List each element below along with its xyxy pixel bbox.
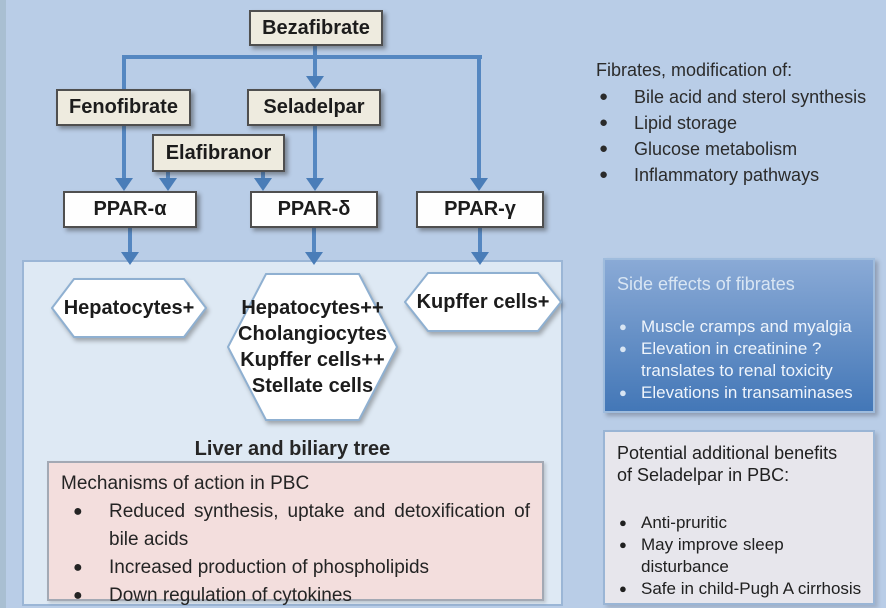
seladelpar-label: Seladelpar xyxy=(263,96,365,118)
bullet-icon: ● xyxy=(619,319,627,334)
connector-ppar-delta-liver xyxy=(312,228,316,252)
seladelpar-node: Seladelpar xyxy=(247,89,381,126)
side-effects-bullet-2: ● Elevation in creatinine ? translates t… xyxy=(617,338,863,382)
hexagon-shape xyxy=(51,278,207,338)
ppar-delta-node: PPAR-δ xyxy=(250,191,378,228)
bullet-icon: ● xyxy=(619,581,627,596)
bullet-icon: ● xyxy=(619,385,627,400)
hexagon-shape xyxy=(404,272,562,332)
center-cells-hexagon: Hepatocytes++ Cholangiocytes Kupffer cel… xyxy=(227,272,398,422)
bullet-icon: ● xyxy=(619,341,627,356)
fibrates-info-title: Fibrates, modification of: xyxy=(596,60,793,80)
bullet-icon: ● xyxy=(73,559,83,576)
arrowhead-seladelpar xyxy=(306,76,324,89)
benefits-bullet-3: ● Safe in child-Pugh A cirrhosis xyxy=(617,578,869,600)
side-effects-bullet-text: Elevation in creatinine ? translates to … xyxy=(641,339,833,380)
bullet-icon: ● xyxy=(599,166,609,183)
fenofibrate-label: Fenofibrate xyxy=(69,96,178,118)
bullet-icon: ● xyxy=(619,515,627,530)
ppar-delta-label: PPAR-δ xyxy=(277,198,351,220)
ppar-alpha-label: PPAR-α xyxy=(93,198,167,220)
hexagon-shape xyxy=(227,273,398,421)
mechanisms-bullet-text: Down regulation of cytokines xyxy=(109,585,352,606)
bullet-icon: ● xyxy=(73,503,83,520)
mechanisms-bullet-text: Reduced synthesis, uptake and detoxifica… xyxy=(109,501,530,550)
connector-elafibranor-ppar-alpha xyxy=(166,172,170,178)
fibrates-info-block: Fibrates, modification of: ● Bile acid a… xyxy=(596,57,886,188)
side-effects-box: Side effects of fibrates ● Muscle cramps… xyxy=(603,258,875,413)
arrowhead-elafibranor-delta xyxy=(254,178,272,191)
side-effects-title: Side effects of fibrates xyxy=(617,274,795,294)
connector-ppar-alpha-liver xyxy=(128,228,132,252)
fibrates-bullet-text: Lipid storage xyxy=(634,113,738,133)
hepatocytes-hexagon: Hepatocytes+ xyxy=(51,277,207,339)
arrowhead-kupffer xyxy=(471,252,489,265)
left-edge-strip xyxy=(0,0,6,608)
connector-ppar-gamma-liver xyxy=(478,228,482,252)
benefits-bullet-text: Anti-pruritic xyxy=(641,513,727,532)
ppar-gamma-label: PPAR-γ xyxy=(444,198,516,220)
mechanisms-bullet-1: ● Reduced synthesis, uptake and detoxifi… xyxy=(61,498,530,554)
bullet-icon: ● xyxy=(73,587,83,604)
connector-bezafibrate-down xyxy=(313,46,317,57)
benefits-bullet-1: ● Anti-pruritic xyxy=(617,512,869,534)
bullet-icon: ● xyxy=(599,140,609,157)
connector-seladelpar-ppar-delta xyxy=(313,126,317,178)
fenofibrate-node: Fenofibrate xyxy=(56,89,191,126)
fibrates-bullet-4: ● Inflammatory pathways xyxy=(596,162,886,188)
mechanisms-bullet-2: ● Increased production of phospholipids xyxy=(61,554,530,582)
elafibranor-node: Elafibranor xyxy=(152,134,285,172)
arrowhead-hepatocytes xyxy=(121,252,139,265)
hex-line-4: Stellate cells xyxy=(251,375,374,397)
side-effects-bullet-3: ● Elevations in transaminases xyxy=(617,382,863,404)
fibrates-bullet-text: Glucose metabolism xyxy=(634,139,798,159)
bezafibrate-label: Bezafibrate xyxy=(262,16,370,39)
side-effects-bullet-1: ● Muscle cramps and myalgia xyxy=(617,316,863,338)
mechanisms-bullet-text: Increased production of phospholipids xyxy=(109,557,430,578)
arrowhead-elafibranor-alpha xyxy=(159,178,177,191)
connector-fenofibrate-ppar-alpha xyxy=(122,126,126,178)
connector-to-ppar-gamma xyxy=(477,55,481,178)
benefits-title: Potential additional benefits of Seladel… xyxy=(617,443,838,485)
arrowhead-ppar-gamma xyxy=(470,178,488,191)
elafibranor-label: Elafibranor xyxy=(165,141,272,164)
bullet-icon: ● xyxy=(619,537,627,552)
bullet-icon: ● xyxy=(599,114,609,131)
benefits-bullet-text: Safe in child-Pugh A cirrhosis xyxy=(641,579,862,598)
hex-line-2: Cholangiocytes xyxy=(238,323,387,345)
mechanisms-title: Mechanisms of action in PBC xyxy=(61,473,310,494)
hex-line-1: Hepatocytes++ xyxy=(241,297,384,319)
ppar-gamma-node: PPAR-γ xyxy=(416,191,544,228)
kupffer-hexagon: Kupffer cells+ xyxy=(404,271,562,333)
mechanisms-box: Mechanisms of action in PBC ● Reduced sy… xyxy=(47,461,544,606)
side-effects-bullet-text: Elevations in transaminases xyxy=(641,383,853,402)
connector-horizontal xyxy=(122,55,482,59)
connector-to-fenofibrate xyxy=(122,55,126,89)
benefits-bullet-2: ● May improve sleep disturbance xyxy=(617,534,869,578)
ppar-alpha-node: PPAR-α xyxy=(63,191,197,228)
fibrates-bullet-text: Bile acid and sterol synthesis xyxy=(634,87,867,107)
benefits-bullet-text: May improve sleep disturbance xyxy=(641,535,784,576)
side-effects-bullet-text: Muscle cramps and myalgia xyxy=(641,317,852,336)
hex-line-3: Kupffer cells++ xyxy=(240,349,385,371)
connector-elafibranor-ppar-delta xyxy=(261,172,265,178)
fibrates-bullet-1: ● Bile acid and sterol synthesis xyxy=(596,84,886,110)
bezafibrate-node: Bezafibrate xyxy=(249,10,383,46)
arrowhead-ppar-delta xyxy=(306,178,324,191)
mechanisms-bullet-3: ● Down regulation of cytokines xyxy=(61,582,530,608)
center-cells-lines: Hepatocytes++ Cholangiocytes Kupffer cel… xyxy=(238,295,387,399)
arrowhead-center-hexagon xyxy=(305,252,323,265)
fibrates-bullet-text: Inflammatory pathways xyxy=(634,165,820,185)
fibrates-bullet-3: ● Glucose metabolism xyxy=(596,136,886,162)
liver-container-label: Liver and biliary tree xyxy=(194,438,391,460)
benefits-box: Potential additional benefits of Seladel… xyxy=(603,430,875,605)
hepatocytes-label: Hepatocytes+ xyxy=(63,297,195,319)
arrowhead-ppar-alpha xyxy=(115,178,133,191)
bullet-icon: ● xyxy=(599,88,609,105)
kupffer-label: Kupffer cells+ xyxy=(416,291,550,313)
connector-to-seladelpar xyxy=(313,55,317,76)
fibrates-bullet-2: ● Lipid storage xyxy=(596,110,886,136)
